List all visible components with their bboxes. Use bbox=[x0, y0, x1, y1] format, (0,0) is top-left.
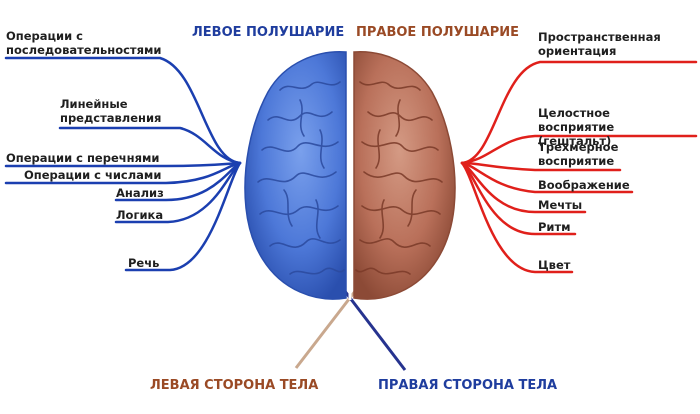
right-function-rhythm: Ритм bbox=[538, 220, 571, 234]
left-function-analysis: Анализ bbox=[116, 186, 164, 200]
right-function-dreams: Мечты bbox=[538, 198, 582, 212]
left-hemisphere bbox=[244, 51, 347, 300]
right-function-3d: Трехмерное восприятие bbox=[538, 140, 638, 168]
right-function-color: Цвет bbox=[538, 258, 570, 272]
right-function-label: Воображение bbox=[538, 178, 630, 192]
right-body-side-line bbox=[342, 289, 407, 371]
left-body-side-line bbox=[294, 289, 358, 369]
left-function-numbers: Операции с числами bbox=[24, 168, 161, 182]
right-function-label: Пространственная ориентация bbox=[538, 30, 661, 58]
left-function-sequences: Операции с последовательностями bbox=[6, 29, 166, 57]
right-connector-lines bbox=[460, 60, 698, 274]
right-function-label: Ритм bbox=[538, 220, 571, 234]
right-function-label: Мечты bbox=[538, 198, 583, 212]
right-function-label: Трехмерное восприятие bbox=[538, 140, 619, 168]
right-function-spatial: Пространственная ориентация bbox=[538, 30, 688, 58]
left-function-label: Операции с последовательностями bbox=[6, 29, 162, 57]
left-function-label: Логика bbox=[116, 208, 164, 222]
left-function-linear: Линейные представления bbox=[60, 97, 170, 125]
left-function-logic: Логика bbox=[116, 208, 163, 222]
left-function-lists: Операции с перечнями bbox=[6, 151, 159, 165]
left-connector-lines bbox=[4, 56, 242, 272]
left-function-label: Операции с перечнями bbox=[6, 151, 160, 165]
left-function-label: Речь bbox=[128, 256, 160, 270]
left-function-label: Линейные представления bbox=[60, 97, 162, 125]
right-function-label: Цвет bbox=[538, 258, 571, 272]
left-function-label: Анализ bbox=[116, 186, 164, 200]
right-function-label: Целостное восприятие (гештальт) bbox=[538, 106, 615, 148]
right-hemisphere bbox=[353, 51, 456, 300]
left-function-speech: Речь bbox=[128, 256, 159, 270]
right-hemisphere-title: ПРАВОЕ ПОЛУШАРИЕ bbox=[356, 25, 519, 40]
left-body-side-label: ЛЕВАЯ СТОРОНА ТЕЛА bbox=[150, 378, 319, 393]
right-body-side-label: ПРАВАЯ СТОРОНА ТЕЛА bbox=[378, 378, 558, 393]
left-function-label: Операции с числами bbox=[24, 168, 162, 182]
right-function-imagination: Воображение bbox=[538, 178, 630, 192]
left-hemisphere-title: ЛЕВОЕ ПОЛУШАРИЕ bbox=[192, 25, 345, 40]
right-function-gestalt: Целостное восприятие (гештальт) bbox=[538, 106, 688, 148]
